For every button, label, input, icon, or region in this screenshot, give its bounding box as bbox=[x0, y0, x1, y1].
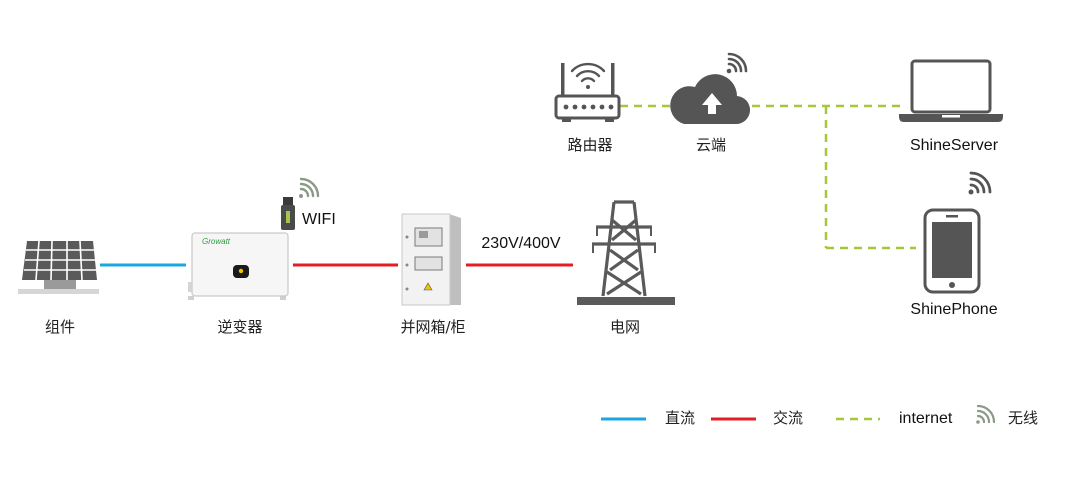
laptop-icon bbox=[899, 59, 1003, 122]
server-label: ShineServer bbox=[910, 137, 999, 154]
combiner-label: 并网箱/柜 bbox=[400, 318, 465, 336]
wifi-dongle-wireless-icon bbox=[299, 177, 320, 198]
cloud-label: 云端 bbox=[696, 136, 726, 154]
power-tower-icon bbox=[577, 200, 675, 305]
legend-internet-label: internet bbox=[899, 410, 953, 427]
legend-dc-label: 直流 bbox=[665, 409, 695, 427]
phone-label: ShinePhone bbox=[910, 301, 997, 318]
cloud-upload-icon bbox=[670, 74, 751, 125]
grid-label: 电网 bbox=[610, 318, 640, 336]
cloud-wireless-icon bbox=[726, 52, 748, 74]
wifi-dongle-icon bbox=[281, 197, 295, 230]
inverter-icon bbox=[188, 232, 289, 300]
wifi-module-label: WIFI bbox=[302, 211, 336, 228]
legend-wireless-label: 无线 bbox=[1008, 409, 1038, 427]
grid-box-icon bbox=[401, 213, 461, 306]
solar-panel-icon bbox=[18, 240, 99, 294]
internet-links bbox=[620, 104, 916, 250]
inverter-brand: Growatt bbox=[202, 237, 231, 246]
legend: 直流 交流 internet 无线 bbox=[601, 404, 1038, 427]
ac-voltage-label: 230V/400V bbox=[481, 235, 561, 252]
router-icon bbox=[554, 62, 621, 122]
router-label: 路由器 bbox=[567, 136, 612, 154]
inverter-label: 逆变器 bbox=[217, 318, 262, 336]
legend-wireless-icon bbox=[976, 404, 996, 424]
phone-wireless-icon bbox=[968, 171, 992, 195]
smartphone-icon bbox=[923, 208, 981, 294]
legend-ac-label: 交流 bbox=[773, 409, 803, 427]
panel-label: 组件 bbox=[45, 318, 75, 336]
